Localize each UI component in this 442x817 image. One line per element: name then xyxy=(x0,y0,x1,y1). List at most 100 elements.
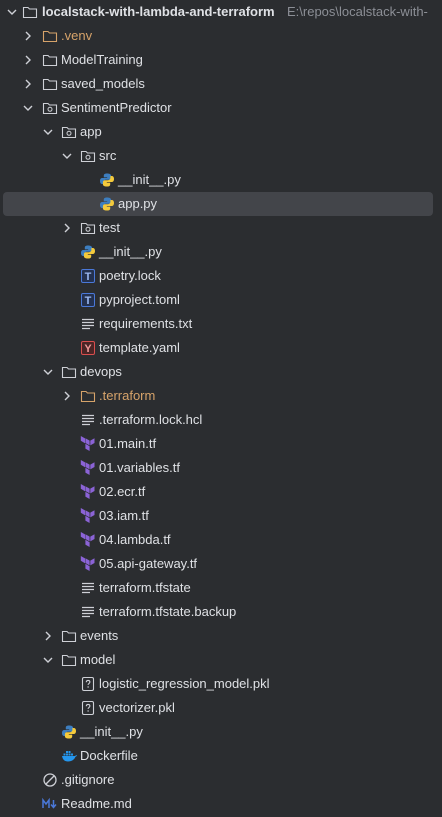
tree-row-poetry-lock[interactable]: T poetry.lock xyxy=(0,264,442,288)
tree-row-logreg-pkl[interactable]: logistic_regression_model.pkl xyxy=(0,672,442,696)
text-file-icon xyxy=(82,582,94,594)
tree-row-dockerfile[interactable]: Dockerfile xyxy=(0,744,442,768)
tree-item-label: requirements.txt xyxy=(99,316,193,331)
tree-row-saved-models[interactable]: saved_models xyxy=(0,72,442,96)
tree-row-readme[interactable]: Readme.md xyxy=(0,792,442,816)
chevron-right-icon[interactable] xyxy=(22,54,34,66)
tree-item-label: app.py xyxy=(118,196,158,211)
chevron-down-icon[interactable] xyxy=(42,366,54,378)
package-folder-icon xyxy=(80,150,96,163)
tree-item-label: __init__.py xyxy=(99,244,162,259)
tree-row-app[interactable]: app xyxy=(0,120,442,144)
package-folder-icon xyxy=(61,126,77,139)
python-file-icon xyxy=(100,197,114,211)
tree-row-events[interactable]: events xyxy=(0,624,442,648)
tree-root-label: localstack-with-lambda-and-terraform xyxy=(42,4,275,19)
folder-icon xyxy=(61,630,77,643)
tree-item-label: src xyxy=(99,148,117,163)
chevron-right-icon[interactable] xyxy=(61,390,73,402)
tree-row-pyproject-toml[interactable]: T pyproject.toml xyxy=(0,288,442,312)
chevron-down-icon[interactable] xyxy=(22,102,34,114)
chevron-down-icon[interactable] xyxy=(42,654,54,666)
tree-row-venv[interactable]: .venv xyxy=(0,24,442,48)
tree-row-gitignore[interactable]: .gitignore xyxy=(0,768,442,792)
tree-item-label: poetry.lock xyxy=(99,268,161,283)
chevron-right-icon[interactable] xyxy=(22,30,34,42)
tree-row-devops[interactable]: devops xyxy=(0,360,442,384)
tree-item-label: Readme.md xyxy=(61,796,132,811)
tree-item-label: devops xyxy=(80,364,122,379)
tree-row-sp-init-py[interactable]: __init__.py xyxy=(0,720,442,744)
folder-icon xyxy=(42,54,58,67)
tree-item-label: .terraform xyxy=(99,388,156,403)
tree-row-lambda-tf[interactable]: 04.lambda.tf xyxy=(0,528,442,552)
tree-row-main-tf[interactable]: 01.main.tf xyxy=(0,432,442,456)
tree-item-label: .gitignore xyxy=(61,772,115,787)
tree-item-label: 05.api-gateway.tf xyxy=(99,556,198,571)
tree-row-iam-tf[interactable]: 03.iam.tf xyxy=(0,504,442,528)
tree-row-test[interactable]: test xyxy=(0,216,442,240)
text-file-icon xyxy=(82,606,94,618)
tree-item-label: 02.ecr.tf xyxy=(99,484,146,499)
folder-icon xyxy=(61,654,77,667)
tree-item-label: 01.main.tf xyxy=(99,436,157,451)
chevron-down-icon[interactable] xyxy=(61,150,73,162)
tree-row-app-py[interactable]: app.py xyxy=(0,192,442,216)
tree-item-label: .terraform.lock.hcl xyxy=(99,412,203,427)
tree-row-root[interactable]: localstack-with-lambda-and-terraform E:\… xyxy=(0,0,442,24)
tree-row-terraform-dir[interactable]: .terraform xyxy=(0,384,442,408)
package-folder-icon xyxy=(42,102,58,115)
unknown-file-icon xyxy=(81,676,95,692)
tree-item-label: logistic_regression_model.pkl xyxy=(99,676,270,691)
python-file-icon xyxy=(100,173,114,187)
tree-root-path: E:\repos\localstack-with- xyxy=(287,4,428,19)
chevron-right-icon[interactable] xyxy=(22,78,34,90)
tree-row-src[interactable]: src xyxy=(0,144,442,168)
chevron-right-icon[interactable] xyxy=(61,222,73,234)
terraform-file-icon xyxy=(80,460,95,475)
tree-row-api-gateway-tf[interactable]: 05.api-gateway.tf xyxy=(0,552,442,576)
tree-row-modeltraining[interactable]: ModelTraining xyxy=(0,48,442,72)
terraform-file-icon xyxy=(80,556,95,571)
tree-row-model[interactable]: model xyxy=(0,648,442,672)
toml-file-icon: T xyxy=(80,268,96,284)
tree-row-src-init-py[interactable]: __init__.py xyxy=(0,168,442,192)
tree-item-label: 01.variables.tf xyxy=(99,460,180,475)
tree-item-label: .venv xyxy=(61,28,93,43)
text-file-icon xyxy=(82,414,94,426)
markdown-file-icon xyxy=(42,797,57,809)
tree-row-app-init-py[interactable]: __init__.py xyxy=(0,240,442,264)
tree-row-sentimentpredictor[interactable]: SentimentPredictor xyxy=(0,96,442,120)
tree-row-ecr-tf[interactable]: 02.ecr.tf xyxy=(0,480,442,504)
chevron-down-icon[interactable] xyxy=(6,6,18,18)
chevron-right-icon[interactable] xyxy=(42,630,54,642)
tree-item-label: SentimentPredictor xyxy=(61,100,172,115)
tree-item-label: __init__.py xyxy=(118,172,181,187)
yaml-file-icon: Y xyxy=(80,340,96,356)
tree-item-label: pyproject.toml xyxy=(99,292,180,307)
terraform-file-icon xyxy=(80,508,95,523)
folder-icon xyxy=(22,6,38,19)
tree-item-label: 04.lambda.tf xyxy=(99,532,171,547)
folder-icon xyxy=(61,366,77,379)
tree-item-label: events xyxy=(80,628,119,643)
docker-file-icon xyxy=(62,751,77,762)
package-folder-icon xyxy=(80,222,96,235)
chevron-down-icon[interactable] xyxy=(42,126,54,138)
tree-item-label: template.yaml xyxy=(99,340,180,355)
tree-row-terraform-lock[interactable]: .terraform.lock.hcl xyxy=(0,408,442,432)
tree-row-variables-tf[interactable]: 01.variables.tf xyxy=(0,456,442,480)
tree-row-tfstate[interactable]: terraform.tfstate xyxy=(0,576,442,600)
tree-item-label: vectorizer.pkl xyxy=(99,700,175,715)
tree-item-label: 03.iam.tf xyxy=(99,508,149,523)
tree-row-vectorizer-pkl[interactable]: vectorizer.pkl xyxy=(0,696,442,720)
tree-row-tfstate-backup[interactable]: terraform.tfstate.backup xyxy=(0,600,442,624)
tree-row-requirements-txt[interactable]: requirements.txt xyxy=(0,312,442,336)
tree-row-template-yaml[interactable]: Y template.yaml xyxy=(0,336,442,360)
python-file-icon xyxy=(62,725,76,739)
terraform-file-icon xyxy=(80,436,95,451)
tree-item-label: test xyxy=(99,220,120,235)
tree-item-label: ModelTraining xyxy=(61,52,143,67)
terraform-file-icon xyxy=(80,484,95,499)
